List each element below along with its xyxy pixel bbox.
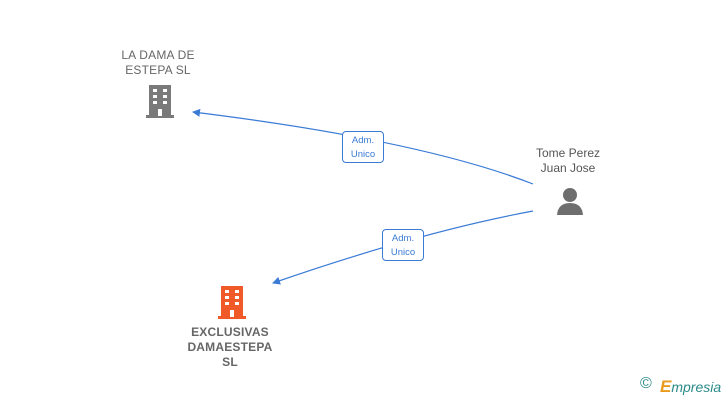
company-name-line-1: EXCLUSIVAS — [191, 325, 269, 339]
person-icon[interactable] — [554, 185, 586, 217]
role-badge-adm-unico: Adm. Unico — [382, 229, 424, 261]
brand-rest: mpresia — [671, 379, 722, 395]
role-badge-line-2: Unico — [350, 149, 376, 160]
role-badge-line-1: Adm. — [391, 233, 415, 244]
role-badge-adm-unico: Adm. Unico — [342, 131, 384, 163]
company-name-line-1: LA DAMA DE — [121, 48, 195, 62]
person-name-tome-perez-juan-jose[interactable]: Tome Perez Juan Jose — [518, 146, 618, 176]
company-name-exclusivas-damaestepa[interactable]: EXCLUSIVAS DAMAESTEPA SL — [168, 325, 292, 370]
building-icon[interactable] — [215, 284, 249, 320]
company-name-la-dama-de-estepa[interactable]: LA DAMA DE ESTEPA SL — [106, 48, 210, 78]
edge-person-to-la-dama-de-estepa — [192, 108, 534, 185]
copyright-symbol: © — [640, 375, 652, 392]
role-badge-line-2: Unico — [390, 247, 416, 258]
building-icon[interactable] — [143, 83, 177, 119]
person-name-line-2: Juan Jose — [540, 161, 596, 175]
brand-name: Empresia — [660, 377, 721, 397]
brand-initial: E — [660, 377, 672, 396]
company-name-line-2: DAMAESTEPA — [187, 340, 273, 354]
role-badge-line-1: Adm. — [351, 135, 375, 146]
company-name-line-2: ESTEPA SL — [125, 63, 191, 77]
person-name-line-1: Tome Perez — [535, 146, 601, 160]
company-name-line-3: SL — [222, 355, 238, 369]
empresia-logo: © Empresia — [640, 374, 721, 397]
